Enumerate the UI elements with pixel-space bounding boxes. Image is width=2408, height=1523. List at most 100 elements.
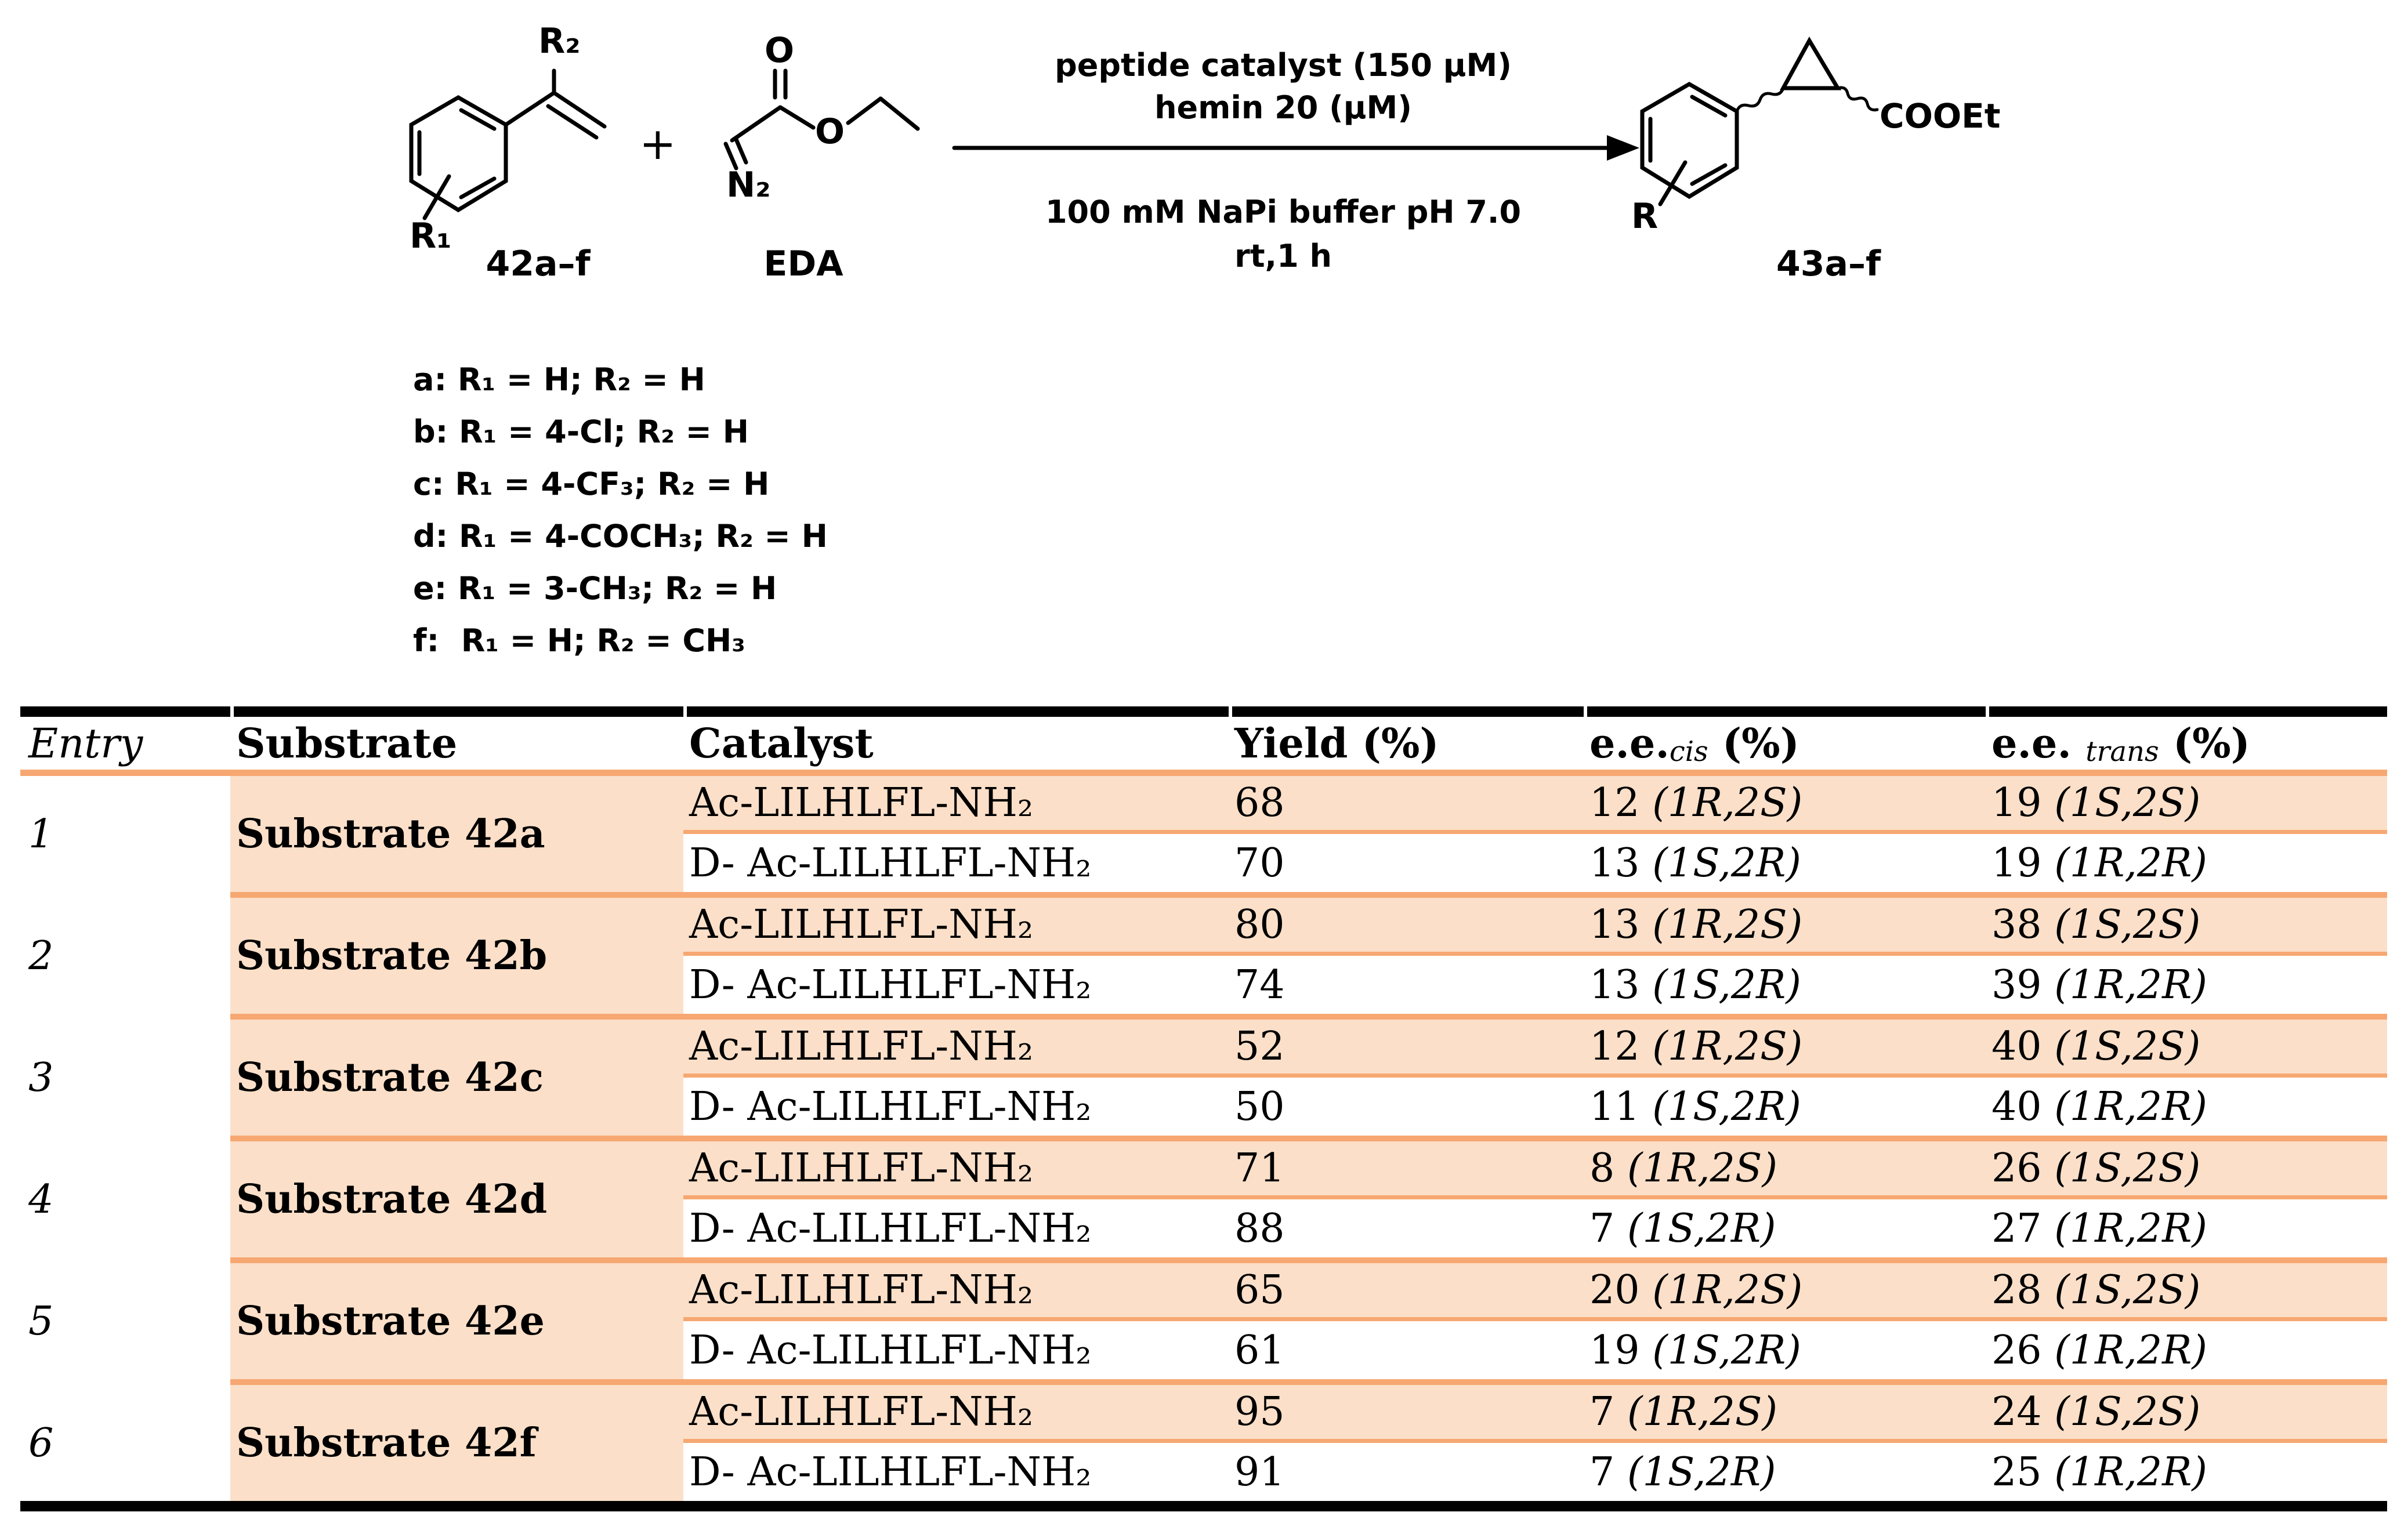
- border-notch: [1229, 706, 1232, 717]
- r1-bond: [422, 174, 451, 220]
- catalyst-cell: D- Ac-LILHLFL-NH₂: [683, 834, 1229, 892]
- border-notch: [683, 706, 687, 717]
- yield-cell: 52: [1229, 1020, 1584, 1074]
- entry-divider: [230, 1257, 2387, 1263]
- ee-trans-cell: 26(1S,2S): [1986, 1141, 2387, 1195]
- column-header-substrate: Substrate: [236, 719, 458, 767]
- yield-cell: 71: [1229, 1141, 1584, 1195]
- table-bottom-border: [20, 1501, 2387, 1511]
- legend-line-a: a: R₁ = H; R₂ = H: [413, 361, 705, 398]
- eda-ester-o-label: O: [815, 111, 845, 152]
- substrate-cell: Substrate 42e: [230, 1263, 683, 1379]
- yield-cell: 80: [1229, 898, 1584, 952]
- reaction-arrow-head: [1607, 135, 1639, 161]
- substrate-cell: Substrate 42d: [230, 1141, 683, 1257]
- yield-cell: 50: [1229, 1078, 1584, 1136]
- entry-number: 2: [20, 898, 230, 1014]
- column-header-ee-cis: e.e.cis (%): [1584, 719, 1986, 768]
- ee-trans-word: trans: [2085, 735, 2159, 768]
- eda-id-label: EDA: [763, 244, 843, 284]
- eda-ester-bond: [778, 105, 816, 130]
- eda-ch-carbonyl-bond: [730, 105, 783, 143]
- r1-label: R₁: [410, 216, 452, 256]
- catalyst-cell: D- Ac-LILHLFL-NH₂: [683, 1078, 1229, 1136]
- catalyst-cell: D- Ac-LILHLFL-NH₂: [683, 1199, 1229, 1257]
- product-benzene-ring: [1640, 81, 1739, 200]
- subrow-divider: [683, 1439, 2387, 1443]
- product-ester-label: COOEt: [1880, 96, 2001, 136]
- ee-cis-cell: 12(1R,2S): [1584, 1020, 1986, 1074]
- condition-line-3: 100 mM NaPi buffer pH 7.0: [1045, 194, 1522, 230]
- ee-trans-suffix: (%): [2159, 719, 2250, 767]
- ee-trans-cell: 40(1R,2R): [1986, 1078, 2387, 1136]
- product-id-label: 43a–f: [1776, 244, 1881, 284]
- subrow-divider: [683, 830, 2387, 834]
- ee-cis-suffix: (%): [1708, 719, 1799, 767]
- ee-trans-cell: 26(1R,2R): [1986, 1321, 2387, 1379]
- ee-trans-cell: 40(1S,2S): [1986, 1020, 2387, 1074]
- catalyst-cell: Ac-LILHLFL-NH₂: [683, 1385, 1229, 1439]
- ee-cis-word: cis: [1669, 735, 1708, 768]
- yield-cell: 88: [1229, 1199, 1584, 1257]
- catalyst-cell: Ac-LILHLFL-NH₂: [683, 898, 1229, 952]
- ee-cis-prefix: e.e.: [1589, 719, 1670, 767]
- table-entry-block-6: 6 Substrate 42f Ac-LILHLFL-NH₂ 95 7(1R,2…: [20, 1385, 2387, 1501]
- ee-trans-cell: 25(1R,2R): [1986, 1443, 2387, 1501]
- catalyst-cell: Ac-LILHLFL-NH₂: [683, 776, 1229, 830]
- yield-cell: 68: [1229, 776, 1584, 830]
- catalyst-cell: D- Ac-LILHLFL-NH₂: [683, 1443, 1229, 1501]
- subrow-divider: [683, 1317, 2387, 1321]
- legend-line-c: c: R₁ = 4-CF₃; R₂ = H: [413, 466, 770, 502]
- border-notch: [1986, 706, 1989, 717]
- legend-line-f: f: R₁ = H; R₂ = CH₃: [413, 622, 745, 659]
- reactant-id-label: 42a–f: [486, 244, 591, 284]
- column-header-ee-trans: e.e. trans (%): [1986, 719, 2387, 768]
- wavy-bond-aryl: [1735, 86, 1785, 113]
- results-table: Entry Substrate Catalyst Yield (%) e.e.c…: [20, 706, 2387, 1511]
- ee-trans-cell: 28(1S,2S): [1986, 1263, 2387, 1317]
- catalyst-cell: Ac-LILHLFL-NH₂: [683, 1141, 1229, 1195]
- table-entry-block-2: 2 Substrate 42b Ac-LILHLFL-NH₂ 80 13(1R,…: [20, 898, 2387, 1014]
- entry-number: 6: [20, 1385, 230, 1501]
- product-r-label: R: [1631, 196, 1659, 237]
- product-aromatic-double-bond: [1690, 95, 1728, 118]
- table-entry-block-1: 1 Substrate 42a Ac-LILHLFL-NH₂ 68 12(1R,…: [20, 776, 2387, 892]
- eda-diazo-double-bond: [733, 136, 748, 165]
- substrate-cell: Substrate 42c: [230, 1020, 683, 1136]
- ee-cis-cell: 12(1R,2S): [1584, 776, 1986, 830]
- eda-ethyl-bond: [878, 96, 920, 131]
- ee-cis-cell: 13(1S,2R): [1584, 834, 1986, 892]
- ee-trans-cell: 19(1R,2R): [1986, 834, 2387, 892]
- ee-cis-cell: 7(1S,2R): [1584, 1199, 1986, 1257]
- eda-ethyl-bond: [846, 96, 883, 125]
- border-notch: [230, 706, 234, 717]
- entry-number: 5: [20, 1263, 230, 1379]
- table-entry-block-5: 5 Substrate 42e Ac-LILHLFL-NH₂ 65 20(1R,…: [20, 1263, 2387, 1379]
- yield-cell: 70: [1229, 834, 1584, 892]
- table-header-row: Entry Substrate Catalyst Yield (%) e.e.c…: [20, 717, 2387, 770]
- yield-cell: 91: [1229, 1443, 1584, 1501]
- entry-number: 1: [20, 776, 230, 892]
- yield-cell: 65: [1229, 1263, 1584, 1317]
- subrow-divider: [683, 952, 2387, 956]
- ee-trans-cell: 24(1S,2S): [1986, 1385, 2387, 1439]
- catalyst-cell: Ac-LILHLFL-NH₂: [683, 1020, 1229, 1074]
- product-aromatic-double-bond: [1690, 163, 1728, 186]
- yield-cell: 61: [1229, 1321, 1584, 1379]
- yield-cell: 95: [1229, 1385, 1584, 1439]
- entry-number: 3: [20, 1020, 230, 1136]
- subrow-divider: [683, 1074, 2387, 1078]
- entry-number: 4: [20, 1141, 230, 1257]
- substituent-legend: a: R₁ = H; R₂ = H b: R₁ = 4-Cl; R₂ = H c…: [413, 354, 828, 667]
- condition-line-4: rt,1 h: [1234, 238, 1332, 274]
- entry-divider: [230, 1014, 2387, 1020]
- entry-divider: [230, 1136, 2387, 1141]
- column-header-catalyst: Catalyst: [689, 719, 874, 767]
- reaction-scheme-drawing: [409, 36, 1879, 220]
- table-entry-block-3: 3 Substrate 42c Ac-LILHLFL-NH₂ 52 12(1R,…: [20, 1020, 2387, 1136]
- entry-divider: [230, 1379, 2387, 1385]
- ee-cis-cell: 7(1S,2R): [1584, 1443, 1986, 1501]
- legend-line-d: d: R₁ = 4-COCH₃; R₂ = H: [413, 518, 828, 554]
- legend-line-e: e: R₁ = 3-CH₃; R₂ = H: [413, 570, 777, 607]
- wavy-bond-ester: [1836, 86, 1879, 111]
